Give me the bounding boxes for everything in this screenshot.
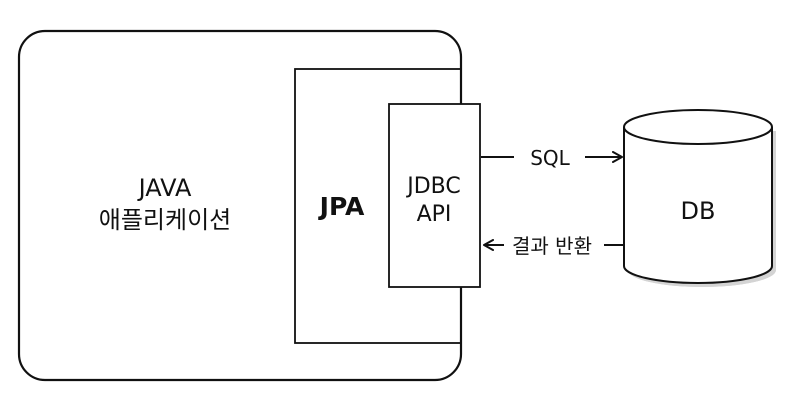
jdbc-api-box xyxy=(388,103,481,288)
java-application-subtitle: 애플리케이션 xyxy=(99,206,231,234)
result-return-label: 결과 반환 xyxy=(512,234,592,258)
java-application-title: JAVA xyxy=(137,174,192,202)
jpa-label: JPA xyxy=(318,192,365,221)
database-label: DB xyxy=(681,197,716,225)
database-cylinder-icon xyxy=(623,109,773,284)
jdbc-label-line2: API xyxy=(417,202,452,227)
sql-request-label: SQL xyxy=(530,146,570,170)
jdbc-label-line1: JDBC xyxy=(405,174,461,199)
